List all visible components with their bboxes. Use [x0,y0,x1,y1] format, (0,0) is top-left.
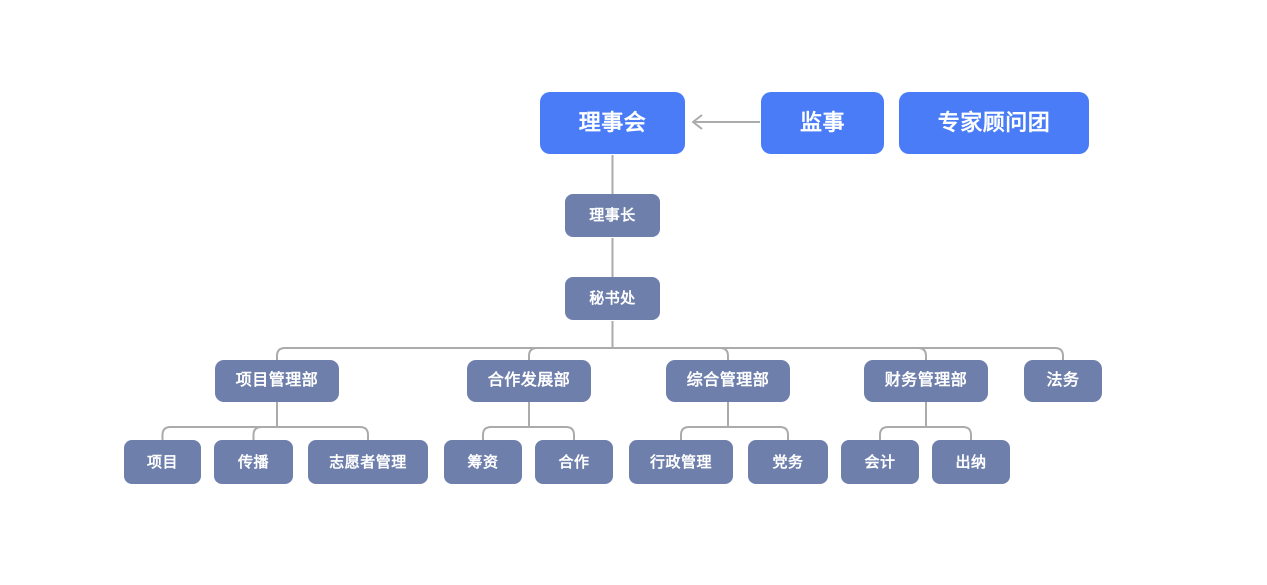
node-fundraising[interactable]: 筹资 [444,440,522,484]
edge-drop-coop-dept [528,347,538,360]
edge-drop-finance-dept [917,347,927,360]
node-label: 专家顾问团 [937,110,1051,135]
node-label: 合作 [558,453,590,471]
node-label: 理事长 [589,207,636,224]
edge-bus-coop-dept [482,426,575,440]
edge-bus-general-dept [680,426,789,440]
node-label: 法务 [1046,372,1080,389]
node-label: 项目管理部 [235,372,319,389]
edge-bus-project-dept [161,426,369,440]
node-board[interactable]: 理事会 [540,92,685,154]
node-finance-dept[interactable]: 财务管理部 [864,360,988,402]
arrowhead-board [692,114,703,130]
node-coop-dept[interactable]: 合作发展部 [467,360,591,402]
edge-drop-comms [252,426,262,440]
node-project-dept[interactable]: 项目管理部 [215,360,339,402]
node-volunteer[interactable]: 志愿者管理 [308,440,428,484]
edge-bus-departments [276,347,1064,360]
node-project[interactable]: 项目 [124,440,201,484]
node-label: 筹资 [467,453,499,471]
edge-bus-finance-dept [879,426,972,440]
node-comms[interactable]: 传播 [214,440,293,484]
node-label: 合作发展部 [487,372,571,389]
node-general-dept[interactable]: 综合管理部 [666,360,790,402]
node-label: 秘书处 [589,290,636,307]
node-label: 项目 [146,453,178,471]
node-label: 党务 [772,453,804,471]
node-label: 理事会 [578,110,647,135]
node-legal-dept[interactable]: 法务 [1024,360,1102,402]
node-label: 监事 [799,110,845,135]
node-supervisor[interactable]: 监事 [761,92,884,154]
node-label: 财务管理部 [884,372,968,389]
node-label: 会计 [864,453,896,471]
node-label: 行政管理 [649,453,712,471]
node-label: 传播 [237,453,269,471]
node-expert[interactable]: 专家顾问团 [899,92,1089,154]
node-label: 综合管理部 [686,372,770,389]
node-label: 出纳 [955,453,987,471]
edge-drop-general-dept [719,347,729,360]
node-chairman[interactable]: 理事长 [565,194,660,237]
node-cashier[interactable]: 出纳 [932,440,1010,484]
node-secretariat[interactable]: 秘书处 [565,277,660,320]
node-party[interactable]: 党务 [748,440,828,484]
node-accounting[interactable]: 会计 [841,440,919,484]
node-admin[interactable]: 行政管理 [629,440,733,484]
node-cooperation[interactable]: 合作 [535,440,613,484]
node-label: 志愿者管理 [329,453,407,471]
